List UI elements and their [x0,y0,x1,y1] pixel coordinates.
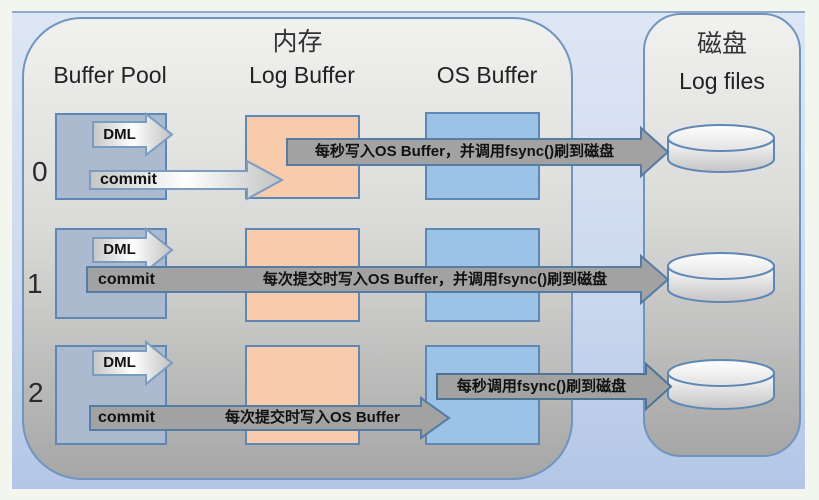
dml-label-row0: DML [103,126,136,143]
fsync-text-row2: 每秒调用fsync()刷到磁盘 [456,378,627,395]
row-label-2: 2 [28,377,44,408]
column-header-os-buffer: OS Buffer [436,62,538,88]
disk-panel-title: 磁盘 [696,30,747,58]
log-buffer-box-row2 [245,345,360,445]
row-label-1: 1 [27,268,43,299]
commit-label-row0: commit [100,171,157,188]
column-header-log-buffer: Log Buffer [249,62,355,88]
commit-label-row2: commit [98,409,155,426]
dml-label-row2: DML [103,354,136,371]
commit-label-row1: commit [98,271,155,288]
column-header-buffer-pool: Buffer Pool [53,62,167,88]
flow-text-row2: 每次提交时写入OS Buffer [224,409,400,426]
row-label-0: 0 [32,156,48,187]
flow-text-row0: 每秒写入OS Buffer，并调用fsync()刷到磁盘 [314,143,615,160]
dml-label-row1: DML [103,241,136,258]
log-files-label: Log files [679,68,765,94]
memory-panel-title: 内存 [272,28,323,56]
flow-text-row1: 每次提交时写入OS Buffer，并调用fsync()刷到磁盘 [262,271,608,288]
